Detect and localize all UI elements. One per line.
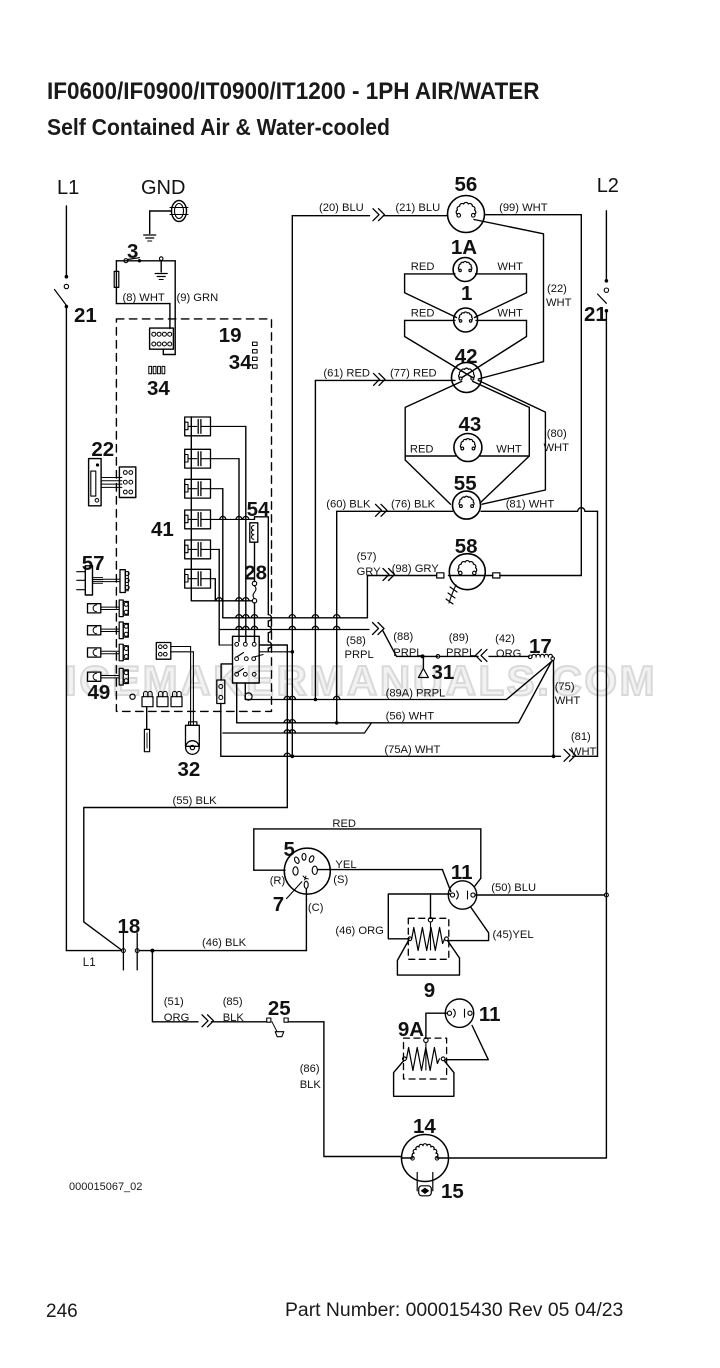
svg-text:21: 21	[584, 303, 607, 326]
svg-text:17: 17	[529, 635, 552, 658]
svg-text:PRPL: PRPL	[393, 647, 422, 659]
svg-text:(57): (57)	[357, 551, 377, 563]
svg-text:WHT: WHT	[497, 261, 523, 273]
svg-text:34: 34	[229, 351, 252, 374]
svg-text:(89A) PRPL: (89A) PRPL	[386, 688, 446, 700]
svg-text:WHT: WHT	[496, 444, 522, 456]
svg-text:19: 19	[219, 324, 242, 347]
svg-text:(20) BLU: (20) BLU	[319, 202, 364, 214]
svg-text:PRPL: PRPL	[345, 649, 374, 661]
svg-text:WHT: WHT	[546, 297, 572, 309]
svg-text:(88): (88)	[393, 631, 413, 643]
svg-text:WHT: WHT	[571, 746, 597, 758]
svg-text:(89): (89)	[449, 632, 469, 644]
svg-text:(61) RED: (61) RED	[323, 368, 370, 380]
svg-text:3: 3	[127, 240, 138, 263]
svg-text:RED: RED	[411, 261, 435, 273]
svg-text:56: 56	[455, 173, 478, 196]
svg-text:L1: L1	[83, 957, 96, 969]
svg-text:(21) BLU: (21) BLU	[395, 202, 440, 214]
svg-text:14: 14	[413, 1115, 436, 1138]
svg-text:15: 15	[441, 1180, 464, 1203]
svg-text:(9) GRN: (9) GRN	[177, 292, 219, 304]
svg-text:(51): (51)	[164, 996, 184, 1008]
svg-text:(60) BLK: (60) BLK	[326, 499, 371, 511]
svg-text:7: 7	[273, 893, 284, 916]
svg-text:(76) BLK: (76) BLK	[391, 499, 436, 511]
svg-text:BLK: BLK	[223, 1012, 245, 1024]
svg-text:(50) BLU: (50) BLU	[491, 882, 536, 894]
svg-text:43: 43	[459, 413, 482, 436]
svg-text:(81): (81)	[571, 731, 591, 743]
svg-text:L2: L2	[597, 175, 619, 197]
svg-text:GRY: GRY	[357, 566, 382, 578]
svg-text:(81) WHT: (81) WHT	[506, 499, 555, 511]
svg-text:34: 34	[147, 377, 170, 400]
svg-text:WHT: WHT	[544, 442, 570, 454]
svg-text:41: 41	[151, 518, 174, 541]
svg-text:WHT: WHT	[555, 695, 581, 707]
svg-text:5: 5	[284, 838, 295, 861]
svg-text:31: 31	[432, 661, 455, 684]
svg-text:1A: 1A	[451, 236, 477, 259]
svg-text:ORG: ORG	[496, 648, 521, 660]
svg-text:(55) BLK: (55) BLK	[173, 795, 218, 807]
svg-text:(58): (58)	[346, 635, 366, 647]
svg-text:GND: GND	[141, 177, 185, 199]
svg-text:(56) WHT: (56) WHT	[386, 711, 435, 723]
svg-text:(8) WHT: (8) WHT	[123, 292, 165, 304]
svg-text:42: 42	[455, 345, 478, 368]
svg-text:(45)YEL: (45)YEL	[493, 929, 534, 941]
svg-text:L1: L1	[57, 177, 79, 199]
svg-text:11: 11	[451, 861, 473, 884]
svg-text:(75): (75)	[555, 681, 575, 693]
svg-text:(S): (S)	[333, 874, 348, 886]
svg-text:YEL: YEL	[335, 859, 356, 871]
svg-text:(98) GRY: (98) GRY	[392, 563, 440, 575]
svg-text:BLK: BLK	[300, 1079, 322, 1091]
svg-text:9: 9	[424, 979, 435, 1002]
svg-text:(86): (86)	[300, 1063, 320, 1075]
svg-text:(R): (R)	[270, 875, 286, 887]
svg-text:RED: RED	[410, 444, 434, 456]
svg-text:ORG: ORG	[164, 1012, 189, 1024]
svg-text:(22): (22)	[547, 283, 567, 295]
svg-text:18: 18	[118, 915, 141, 938]
svg-text:9A: 9A	[398, 1018, 424, 1041]
svg-text:58: 58	[455, 535, 478, 558]
svg-text:RED: RED	[411, 308, 435, 320]
svg-text:11: 11	[479, 1003, 501, 1026]
svg-text:RED: RED	[332, 818, 356, 830]
svg-text:WHT: WHT	[497, 308, 523, 320]
svg-text:21: 21	[74, 304, 97, 327]
svg-text:PRPL: PRPL	[446, 647, 475, 659]
svg-text:(77) RED: (77) RED	[390, 368, 437, 380]
svg-text:(80): (80)	[547, 428, 567, 440]
svg-text:(42): (42)	[495, 633, 515, 645]
svg-text:49: 49	[88, 681, 111, 704]
svg-text:(99) WHT: (99) WHT	[499, 202, 548, 214]
svg-text:(C): (C)	[308, 902, 324, 914]
svg-text:28: 28	[244, 562, 267, 585]
svg-text:32: 32	[178, 758, 201, 781]
svg-text:25: 25	[268, 997, 291, 1020]
svg-text:(46) BLK: (46) BLK	[202, 937, 247, 949]
svg-text:22: 22	[91, 438, 114, 461]
svg-text:(85): (85)	[223, 996, 243, 1008]
svg-text:1: 1	[461, 282, 472, 305]
svg-text:54: 54	[247, 498, 270, 521]
svg-text:57: 57	[82, 552, 105, 575]
svg-text:(46) ORG: (46) ORG	[335, 925, 384, 937]
svg-text:55: 55	[454, 472, 477, 495]
svg-text:(75A) WHT: (75A) WHT	[384, 744, 440, 756]
